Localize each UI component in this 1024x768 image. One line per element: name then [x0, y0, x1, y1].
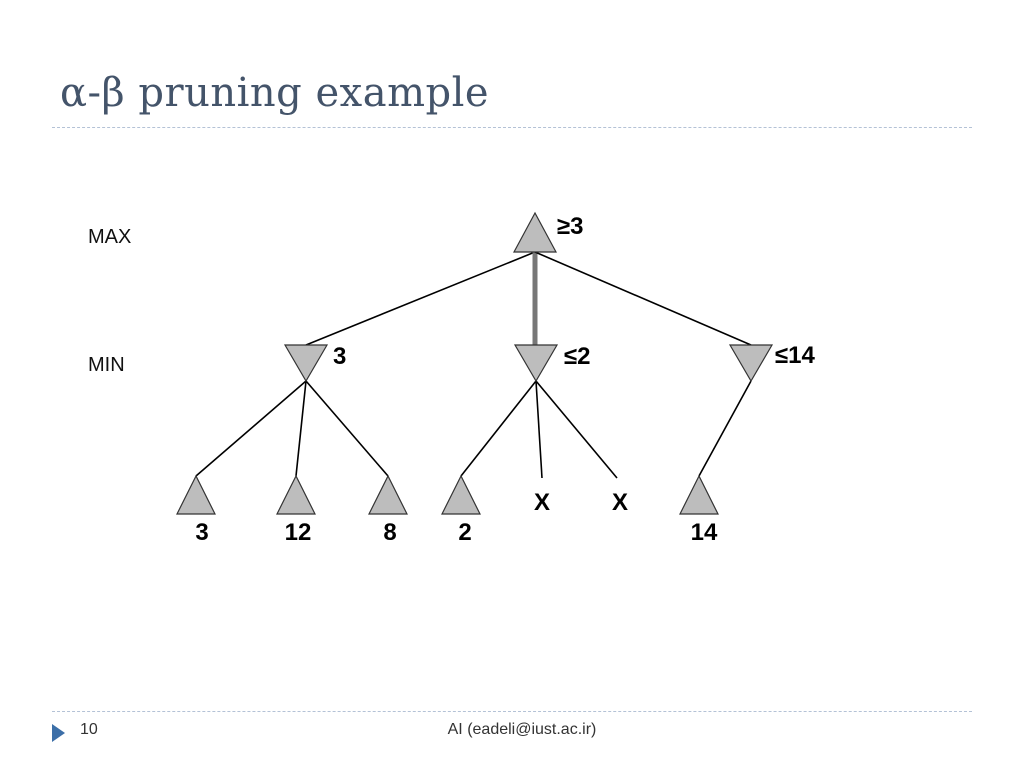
max-node-triangle [512, 211, 558, 253]
footer-divider [52, 711, 972, 712]
edge-root-min3 [534, 251, 752, 346]
leaf-node-triangle [176, 474, 216, 515]
edge-min2-leaf4 [460, 380, 537, 477]
leaf-node-triangle [679, 474, 719, 515]
min-node-triangle [513, 344, 559, 383]
edge-root-min1 [305, 251, 536, 346]
edge-min3-leaf5 [698, 380, 752, 477]
max-node-value: ≥3 [557, 213, 584, 240]
pruned-mark: X [612, 489, 628, 516]
edge-min2-pruned1 [535, 380, 543, 479]
triangle-bullet-icon [52, 724, 65, 742]
edge-min2-pruned2 [535, 380, 618, 479]
leaf-value: 8 [383, 519, 396, 546]
leaf-node-triangle [441, 474, 481, 515]
leaf-value: 14 [691, 519, 718, 546]
pruned-mark: X [534, 489, 550, 516]
leaf-value: 3 [195, 519, 208, 546]
footer-text: AI (eadeli@iust.ac.ir) [447, 721, 597, 738]
edge-min1-leaf3 [305, 380, 389, 477]
title-divider [52, 127, 972, 128]
leaf-node-triangle [368, 474, 408, 515]
leaf-value: 2 [458, 519, 471, 546]
leaf-value: 12 [285, 519, 312, 546]
page-number: 10 [80, 721, 98, 738]
level-label-max: MAX [88, 226, 131, 248]
min-node-value: 3 [333, 343, 346, 370]
min-node-value: ≤2 [564, 343, 591, 370]
level-label-min: MIN [88, 354, 125, 376]
edge-min1-leaf1 [195, 380, 307, 477]
slide-title: α-β pruning example [60, 70, 490, 116]
edge-min1-leaf2 [295, 380, 307, 477]
leaf-node-triangle [276, 474, 316, 515]
min-node-triangle [728, 344, 774, 383]
min-node-value: ≤14 [775, 342, 816, 369]
min-node-triangle [283, 344, 329, 383]
